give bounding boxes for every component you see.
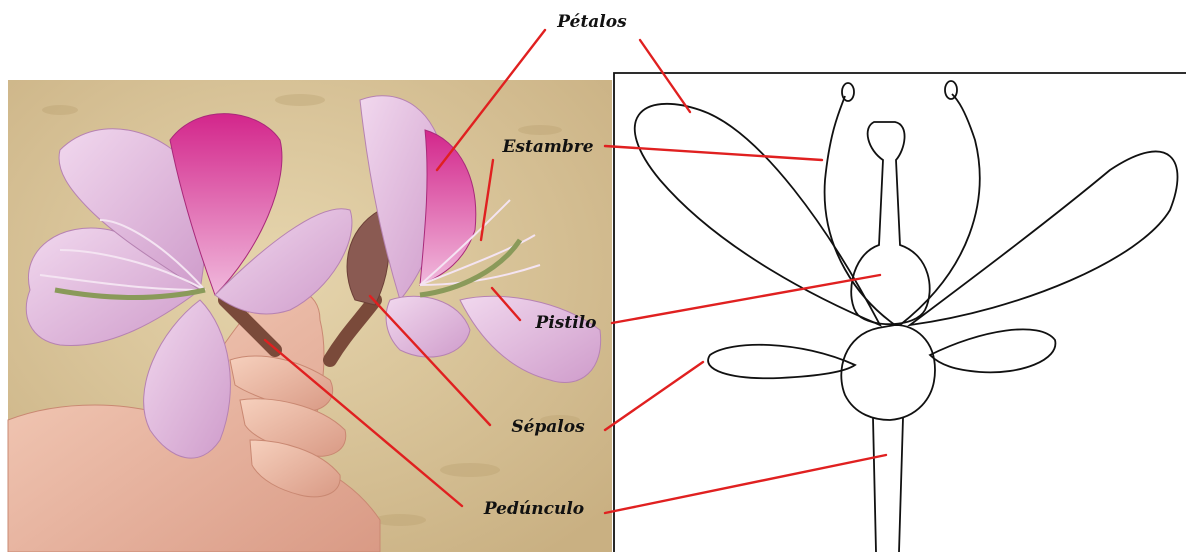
- label-pedunculo: Pedúnculo: [483, 499, 584, 519]
- leader-pedunculo-drawing: [605, 455, 886, 513]
- label-petalos: Pétalos: [556, 12, 627, 32]
- petal-outline-right: [910, 151, 1178, 325]
- anther-right: [945, 81, 957, 99]
- stamen-outline-right: [900, 94, 980, 325]
- leader-estambre-drawing: [605, 146, 822, 160]
- label-estambre: Estambre: [501, 137, 593, 157]
- leader-pistilo-drawing: [612, 275, 880, 323]
- flower-drawing: [614, 73, 1186, 552]
- drawing-frame: [614, 73, 1186, 552]
- sepal-outline-right: [930, 329, 1055, 372]
- petal-outline-left: [635, 104, 880, 325]
- leader-petalos-drawing: [640, 40, 690, 112]
- leader-sepalos-drawing: [605, 362, 703, 430]
- stamen-outline-left: [825, 96, 895, 325]
- anther-left: [842, 83, 854, 101]
- receptacle-outline: [841, 325, 935, 420]
- label-sepalos: Sépalos: [511, 417, 585, 437]
- sepal-outline-left: [708, 345, 855, 378]
- peduncle-outline: [873, 418, 903, 552]
- label-pistilo: Pistilo: [535, 313, 597, 333]
